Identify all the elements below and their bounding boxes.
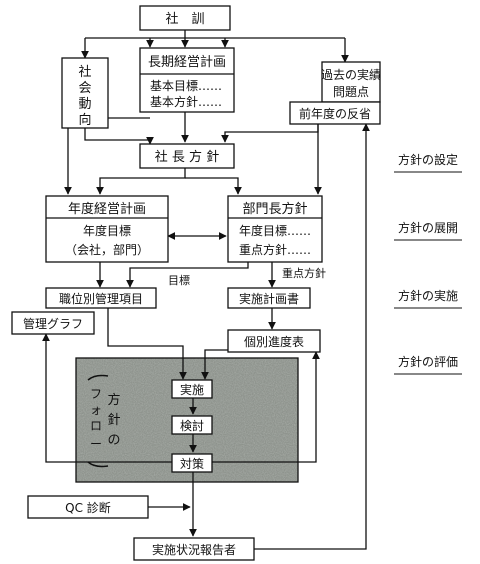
shakai-char2: 会 — [78, 81, 91, 96]
edge-houkoku-zennendo — [254, 123, 370, 550]
shokui-box — [45, 287, 157, 309]
chouki-line1: 基本目標…… — [150, 79, 222, 93]
shakun-label: 社 訓 — [165, 11, 204, 27]
boxes — [11, 5, 381, 561]
kobetsu-box — [227, 329, 321, 353]
shakai-char1: 社 — [78, 64, 91, 80]
stage-hyouka: 方針の評価 — [398, 354, 458, 369]
nendo-box — [45, 195, 169, 263]
zennendo-box — [289, 101, 381, 125]
kobetsu-label: 個別進度表 — [244, 334, 304, 349]
chouki-box — [139, 47, 235, 113]
kanri-label: 管理グラフ — [23, 316, 83, 331]
taisaku-box — [171, 453, 213, 473]
chouki-line2: 基本方針…… — [150, 94, 222, 109]
shakun-box — [139, 5, 231, 31]
follow-label: 方 針 の フ ォ ロ ー — [87, 374, 121, 468]
edge-bumon-shokui — [126, 262, 249, 288]
follow-label-char-7: ー — [90, 437, 102, 451]
box-texts: 社 訓 長期経営計画 基本目標…… 基本方針…… 社 会 動 向 過去の実績 問… — [23, 11, 381, 557]
zennendo-label: 前年度の反省 — [299, 106, 371, 121]
bumon-title: 部門長方針 — [242, 201, 307, 217]
nendo-line2: （会社，部門） — [65, 242, 149, 257]
jisshikeikaku-box — [227, 287, 311, 309]
shakai-char3: 動 — [78, 97, 91, 112]
follow-label-char-3: の — [107, 433, 120, 448]
qc-box — [27, 495, 149, 519]
edge-shachou-bumon — [185, 177, 242, 195]
shakai-char4: 向 — [78, 112, 91, 128]
jisshi-label: 実施 — [180, 382, 204, 397]
edge-label-group: 目標 重点方針 — [168, 266, 326, 287]
bumon-line2: 重点方針…… — [239, 242, 311, 257]
stage-settei: 方針の設定 — [398, 152, 458, 167]
edge-zennendo-shachou — [221, 122, 319, 143]
bumon-box — [227, 195, 323, 263]
kentou-box — [171, 415, 213, 435]
follow-label-char-5: ォ — [90, 403, 102, 417]
shokui-label: 職位別管理項目 — [59, 291, 143, 306]
stage-jisshi: 方針の実施 — [398, 288, 458, 303]
taisaku-label: 対策 — [180, 457, 204, 471]
jisshi-box — [171, 379, 213, 399]
kako-line2: 問題点 — [333, 85, 369, 99]
nendo-title: 年度経営計画 — [68, 201, 146, 217]
edge-taisaku-feedback — [212, 351, 320, 463]
jisshikeikaku-label: 実施計画書 — [239, 291, 299, 306]
stage-tenkai: 方針の展開 — [398, 220, 458, 235]
follow-label-bottom-bracket — [87, 461, 109, 468]
shakai-box — [61, 57, 109, 129]
houkoku-label: 実施状況報告者 — [152, 542, 236, 557]
edge-taisaku-kanri — [42, 333, 172, 463]
edge-shokui-jisshi — [107, 308, 187, 380]
connectors — [42, 30, 370, 550]
chouki-title: 長期経営計画 — [148, 54, 226, 70]
kako-line1: 過去の実績 — [321, 67, 381, 82]
shachou-box — [139, 143, 235, 169]
edge-shakai-shachou — [84, 128, 154, 145]
follow-label-char-1: 方 — [107, 392, 120, 408]
kentou-label: 検討 — [180, 418, 204, 433]
follow-label-char-4: フ — [90, 387, 102, 401]
houkoku-box — [133, 537, 255, 561]
edge-label-mokuhyou: 目標 — [168, 273, 190, 287]
follow-label-top-bracket — [87, 374, 109, 381]
kanri-box — [11, 311, 95, 335]
edge-label-juuten: 重点方針 — [282, 266, 326, 280]
follow-label-char-2: 針 — [107, 413, 120, 428]
nendo-line1: 年度目標 — [83, 223, 131, 238]
qc-label: QC 診断 — [65, 500, 111, 515]
follow-label-char-6: ロ — [90, 419, 102, 433]
bumon-line1: 年度目標…… — [239, 223, 311, 238]
stage-labels: 方針の設定 方針の展開 方針の実施 方針の評価 — [394, 152, 462, 375]
edge-shachou-bus — [96, 168, 186, 195]
shachou-label: 社 長 方 針 — [155, 149, 219, 165]
